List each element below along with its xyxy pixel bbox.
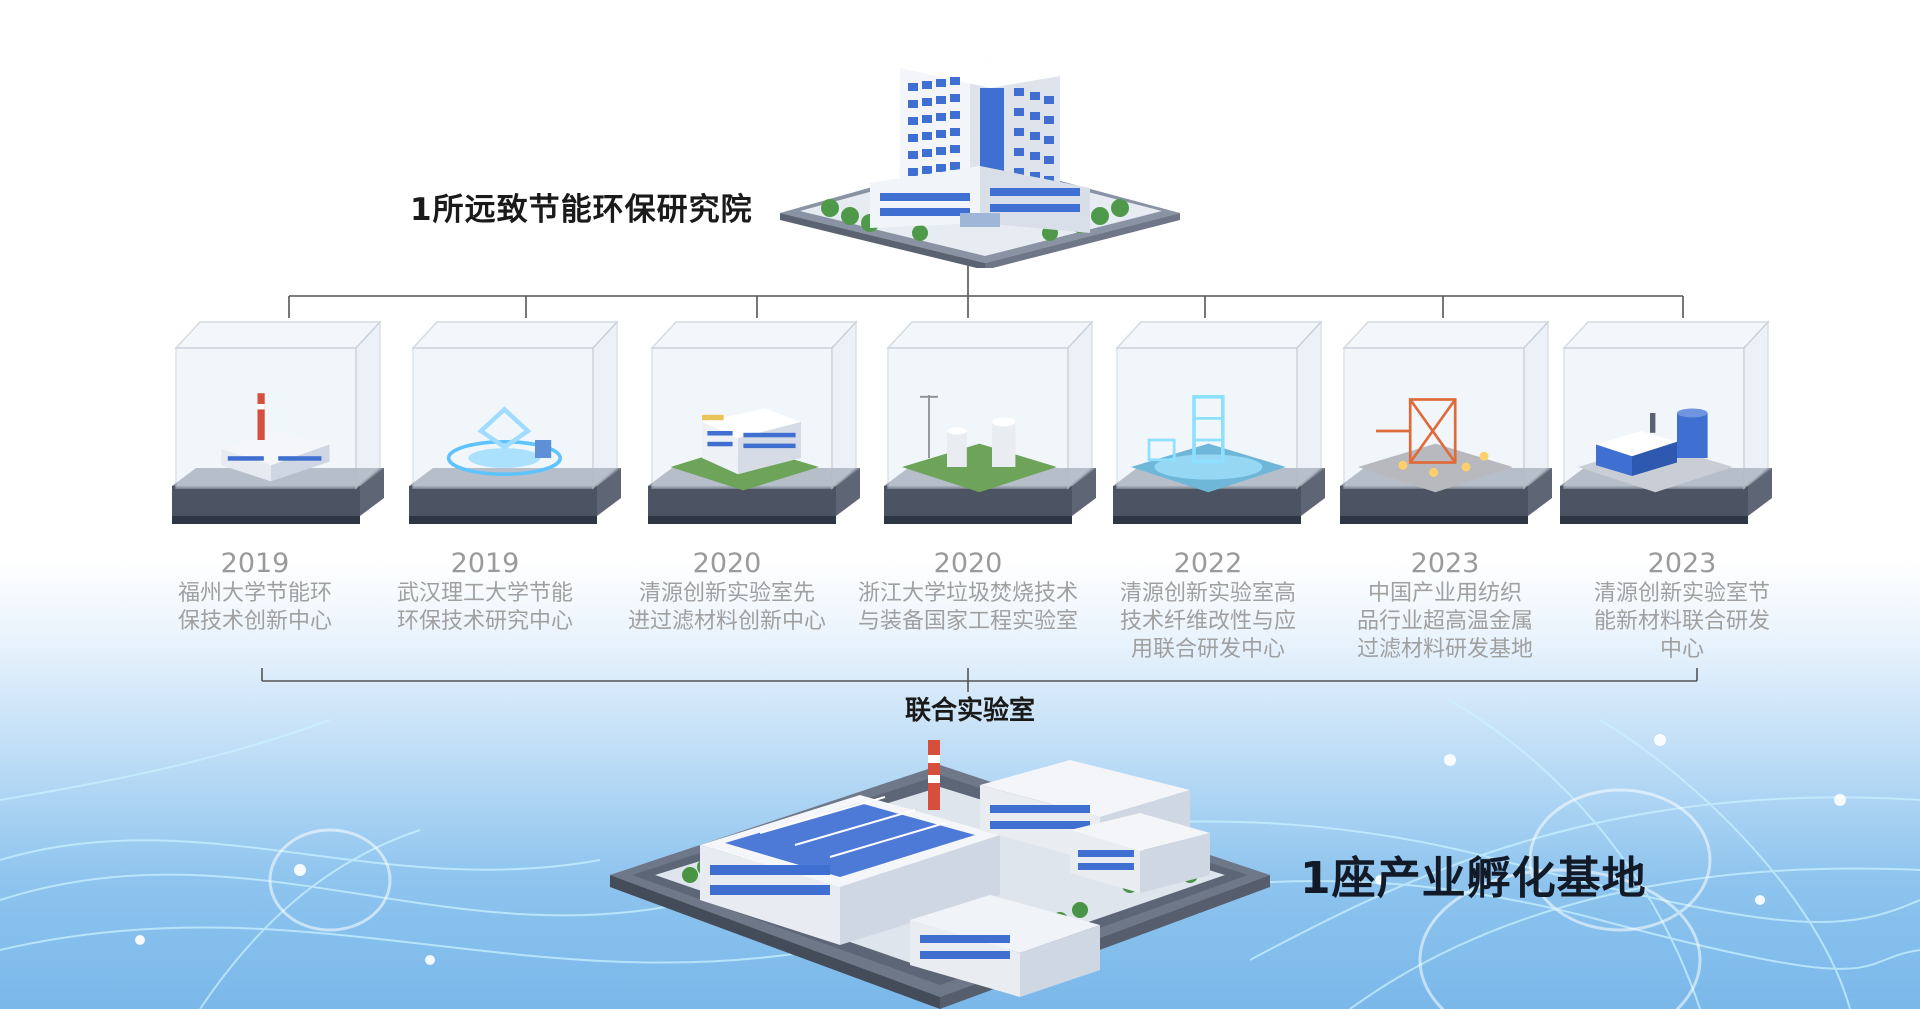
lab-year: 2020 <box>933 548 1003 579</box>
lab-year: 2020 <box>692 548 762 579</box>
lab-display-cube <box>1560 318 1772 536</box>
research-institute-label: 1所远致节能环保研究院 <box>410 192 753 228</box>
lab-name: 武汉理工大学节能 环保技术研究中心 <box>396 581 573 634</box>
industrial-incubation-base <box>610 740 1270 1009</box>
lab-year: 2023 <box>1410 548 1480 579</box>
incubation-base-label: 1座产业孵化基地 <box>1300 853 1647 904</box>
lab-name: 福州大学节能环 保技术创新中心 <box>177 581 332 634</box>
joint-lab-group-label: 联合实验室 <box>904 696 1035 726</box>
lab-display-cube <box>884 318 1096 536</box>
lab-display-cube <box>1340 318 1552 536</box>
lab-name: 中国产业用纺织 品行业超高温金属 过滤材料研发基地 <box>1356 581 1533 662</box>
lab-year: 2019 <box>220 548 290 579</box>
lab-year: 2022 <box>1173 548 1243 579</box>
lab-display-cube <box>172 318 384 536</box>
research-institute-building <box>780 56 1180 268</box>
lab-display-cube <box>648 318 860 536</box>
lab-name: 清源创新实验室高 技术纤维改性与应 用联合研发中心 <box>1119 581 1296 662</box>
lab-name: 浙江大学垃圾焚烧技术 与装备国家工程实验室 <box>857 581 1078 634</box>
lab-display-cube <box>409 318 621 536</box>
lab-name: 清源创新实验室先 进过滤材料创新中心 <box>627 581 826 634</box>
lab-year: 2023 <box>1647 548 1717 579</box>
lab-year: 2019 <box>450 548 520 579</box>
lab-name: 清源创新实验室节 能新材料联合研发 中心 <box>1593 581 1770 662</box>
lab-display-cube <box>1113 318 1325 536</box>
